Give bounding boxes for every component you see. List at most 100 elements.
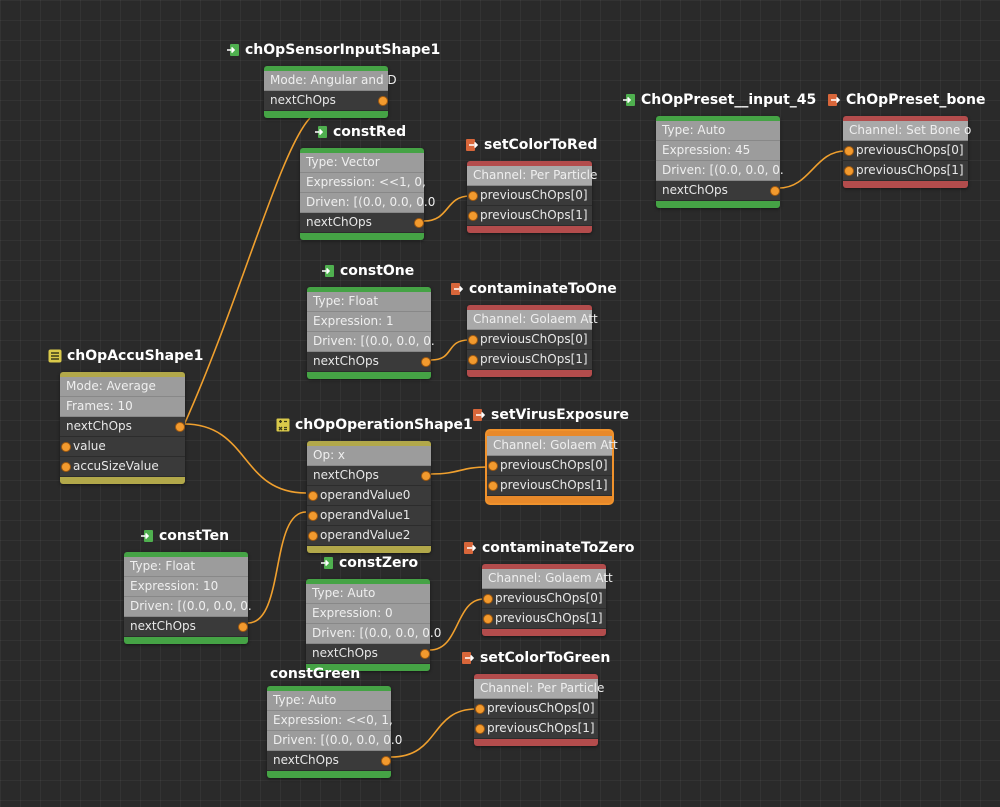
- input-dot[interactable]: [483, 614, 493, 624]
- port-label: previousChOps[1]: [856, 163, 964, 177]
- output-dot[interactable]: [238, 622, 248, 632]
- input-port[interactable]: previousChOps[0]: [482, 589, 606, 609]
- node-title-text: chOpAccuShape1: [67, 348, 204, 364]
- output-dot[interactable]: [381, 756, 391, 766]
- exit-icon: [472, 408, 486, 422]
- node-const-green[interactable]: constGreen Type: Auto Expression: <<0, 1…: [267, 666, 402, 778]
- node-attr: Mode: Average: [60, 377, 185, 397]
- node-attr: Driven: [(0.0, 0.0, 0.: [307, 332, 435, 352]
- input-dot[interactable]: [483, 594, 493, 604]
- node-set-color-to-red[interactable]: setColorToRed Channel: Per Particle prev…: [466, 137, 597, 233]
- node-preset-bone[interactable]: ChOpPreset_bone Channel: Set Bone o prev…: [828, 92, 985, 188]
- output-port[interactable]: nextChOps: [124, 617, 248, 637]
- node-operation-shape[interactable]: chOpOperationShape1 Op: x nextChOps oper…: [276, 417, 473, 553]
- node-set-virus-exposure[interactable]: setVirusExposure Channel: Golaem Att pre…: [473, 407, 629, 503]
- node-set-color-to-green[interactable]: setColorToGreen Channel: Per Particle pr…: [462, 650, 610, 746]
- input-port[interactable]: previousChOps[1]: [467, 350, 592, 370]
- node-title: chOpOperationShape1: [276, 413, 473, 437]
- node-const-one[interactable]: constOne Type: Float Expression: 1 Drive…: [307, 263, 435, 379]
- node-title-text: contaminateToOne: [469, 281, 617, 297]
- input-port[interactable]: previousChOps[0]: [487, 456, 612, 476]
- node-title-text: setColorToRed: [484, 137, 598, 153]
- input-port[interactable]: previousChOps[0]: [467, 186, 592, 206]
- port-label: previousChOps[1]: [500, 478, 608, 492]
- input-port[interactable]: value: [60, 437, 185, 457]
- output-port[interactable]: nextChOps: [306, 644, 430, 664]
- node-const-red[interactable]: constRed Type: Vector Expression: <<1, 0…: [300, 124, 435, 240]
- input-dot[interactable]: [61, 442, 71, 452]
- input-dot[interactable]: [844, 166, 854, 176]
- input-dot[interactable]: [488, 461, 498, 471]
- input-dot[interactable]: [61, 462, 71, 472]
- enter-icon: [622, 93, 636, 107]
- enter-icon: [226, 43, 240, 57]
- output-port[interactable]: nextChOps: [60, 417, 185, 437]
- node-contaminate-to-one[interactable]: contaminateToOne Channel: Golaem Att pre…: [451, 281, 617, 377]
- node-attr: Channel: Golaem Att: [482, 569, 613, 589]
- input-dot[interactable]: [468, 335, 478, 345]
- input-port[interactable]: previousChOps[0]: [843, 141, 968, 161]
- input-port[interactable]: previousChOps[1]: [843, 161, 968, 181]
- output-dot[interactable]: [420, 649, 430, 659]
- node-title: constOne: [321, 259, 414, 283]
- stack-icon: [48, 349, 62, 363]
- output-port[interactable]: nextChOps: [656, 181, 780, 201]
- input-port[interactable]: operandValue1: [307, 506, 431, 526]
- input-dot[interactable]: [468, 211, 478, 221]
- node-attr: Frames: 10: [60, 397, 185, 417]
- node-attr: Type: Auto: [267, 691, 391, 711]
- output-port[interactable]: nextChOps: [307, 352, 431, 372]
- port-label: previousChOps[0]: [480, 188, 588, 202]
- node-attr: Expression: 0: [306, 604, 430, 624]
- input-port[interactable]: previousChOps[1]: [487, 476, 612, 496]
- node-attr: Channel: Per Particle: [474, 679, 604, 699]
- input-dot[interactable]: [308, 531, 318, 541]
- input-port[interactable]: previousChOps[1]: [467, 206, 592, 226]
- input-dot[interactable]: [308, 511, 318, 521]
- output-port[interactable]: nextChOps: [267, 751, 391, 771]
- output-dot[interactable]: [175, 422, 185, 432]
- output-dot[interactable]: [421, 471, 431, 481]
- input-dot[interactable]: [475, 724, 485, 734]
- input-port[interactable]: previousChOps[1]: [474, 719, 598, 739]
- node-title-text: constZero: [339, 555, 419, 571]
- node-title: setVirusExposure: [472, 403, 629, 427]
- node-const-ten[interactable]: constTen Type: Float Expression: 10 Driv…: [124, 528, 252, 644]
- output-dot[interactable]: [378, 96, 388, 106]
- input-dot[interactable]: [308, 491, 318, 501]
- node-title: constZero: [320, 551, 418, 575]
- node-preset-input[interactable]: ChOpPreset__input_45 Type: Auto Expressi…: [623, 92, 816, 208]
- output-port[interactable]: nextChOps: [300, 213, 424, 233]
- port-label: nextChOps: [306, 215, 372, 229]
- input-port[interactable]: previousChOps[1]: [482, 609, 606, 629]
- node-title: setColorToRed: [465, 133, 597, 157]
- input-port[interactable]: previousChOps[0]: [467, 330, 592, 350]
- output-port[interactable]: nextChOps: [264, 91, 388, 111]
- node-sensor-input[interactable]: chOpSensorInputShape1 Mode: Angular and …: [227, 42, 440, 118]
- input-port[interactable]: accuSizeValue: [60, 457, 185, 477]
- exit-icon: [463, 541, 477, 555]
- input-dot[interactable]: [468, 355, 478, 365]
- node-contaminate-to-zero[interactable]: contaminateToZero Channel: Golaem Att pr…: [464, 540, 635, 636]
- input-dot[interactable]: [488, 481, 498, 491]
- enter-icon: [314, 125, 328, 139]
- input-port[interactable]: operandValue2: [307, 526, 431, 546]
- output-dot[interactable]: [414, 218, 424, 228]
- node-attr: Driven: [(0.0, 0.0, 0.0: [267, 731, 402, 751]
- node-title-text: chOpSensorInputShape1: [245, 42, 441, 58]
- output-port[interactable]: nextChOps: [307, 466, 431, 486]
- output-dot[interactable]: [770, 186, 780, 196]
- input-dot[interactable]: [844, 146, 854, 156]
- node-const-zero[interactable]: constZero Type: Auto Expression: 0 Drive…: [306, 555, 441, 671]
- node-accu-shape[interactable]: chOpAccuShape1 Mode: Average Frames: 10 …: [48, 348, 203, 484]
- input-dot[interactable]: [468, 191, 478, 201]
- node-attr: Type: Auto: [306, 584, 430, 604]
- port-label: operandValue1: [320, 508, 411, 522]
- output-dot[interactable]: [421, 357, 431, 367]
- input-dot[interactable]: [475, 704, 485, 714]
- enter-icon: [321, 264, 335, 278]
- input-port[interactable]: previousChOps[0]: [474, 699, 598, 719]
- input-port[interactable]: operandValue0: [307, 486, 431, 506]
- node-title: constGreen: [270, 662, 360, 686]
- port-label: nextChOps: [313, 354, 379, 368]
